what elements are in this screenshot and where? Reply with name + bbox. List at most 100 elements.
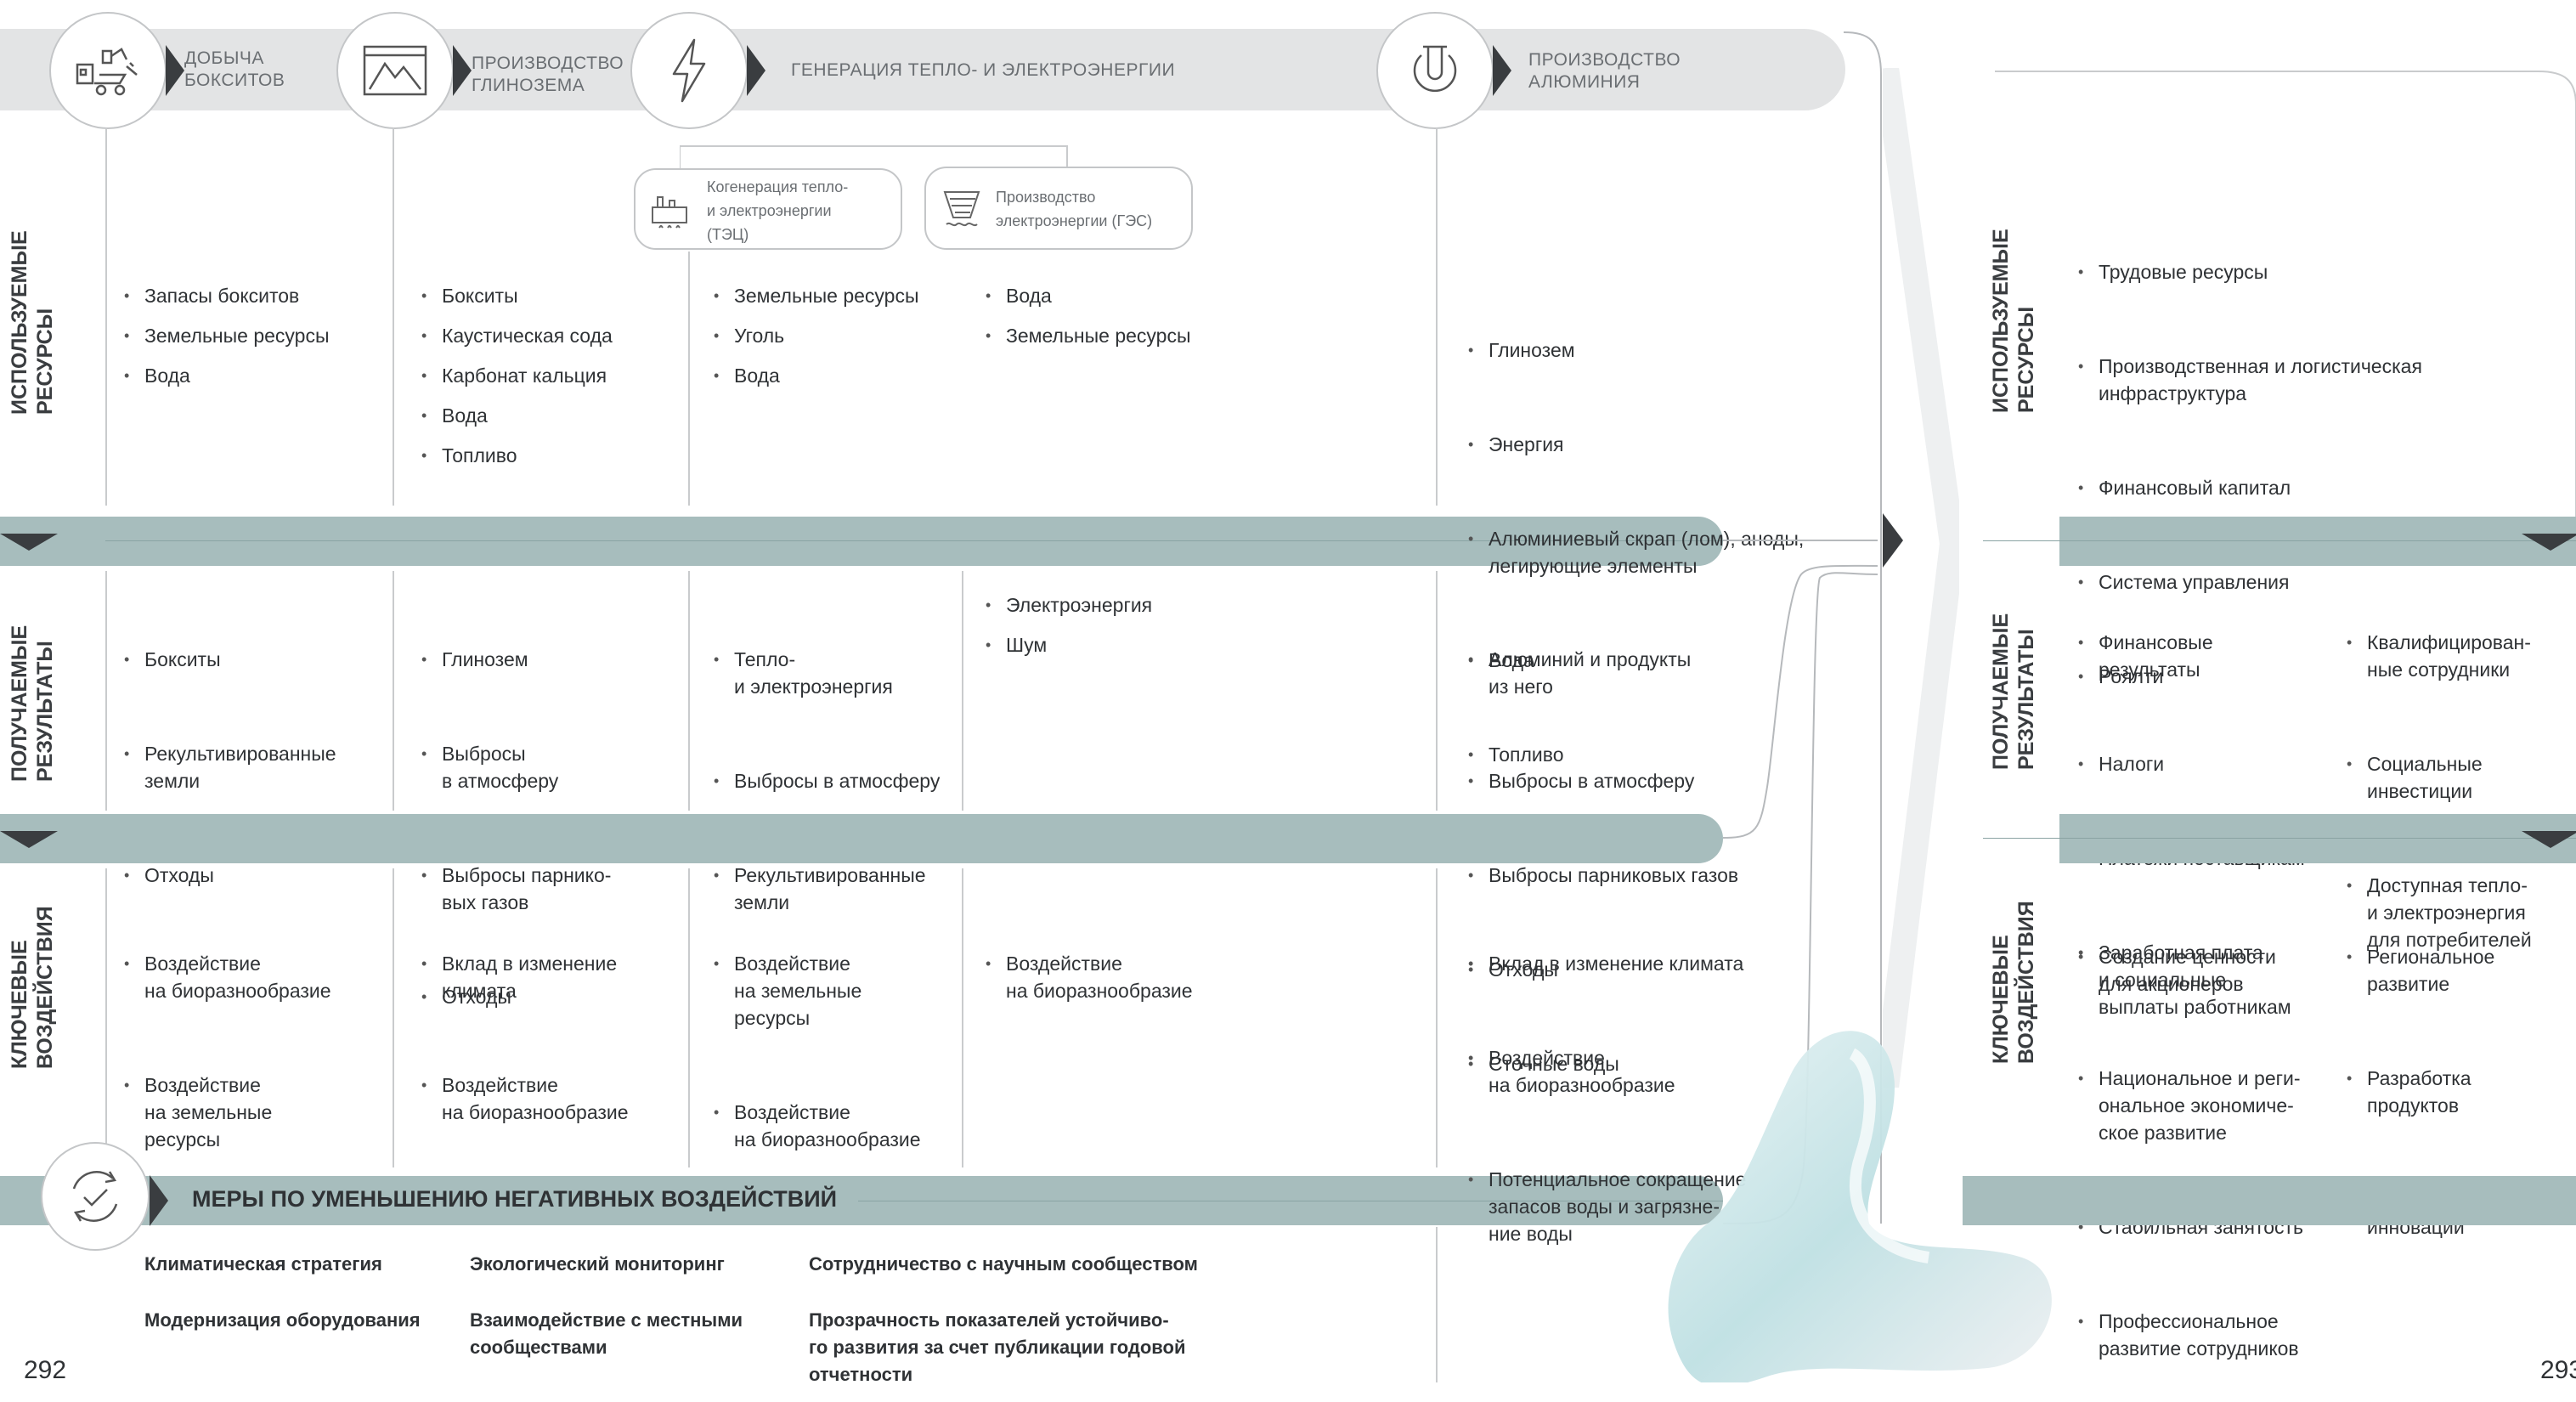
- list-item: Каустическая сода: [421, 322, 676, 349]
- measures-circle: [41, 1142, 150, 1251]
- sub-stage-hpp-label: Производство электроэнергии (ГЭС): [996, 189, 1153, 229]
- alumina-production-icon: [363, 45, 427, 96]
- list-item: Профессиональное развитие сотрудников: [2078, 1308, 2333, 1362]
- list-item: Отходы: [124, 862, 387, 889]
- stage-label-bauxite: ДОБЫЧА БОКСИТОВ: [184, 48, 285, 90]
- band-results-impacts: [0, 814, 1723, 863]
- list-item: Запасы бокситов: [124, 282, 387, 309]
- stage-circle-bauxite: [49, 12, 167, 129]
- stage-label-energy: ГЕНЕРАЦИЯ ТЕПЛО- И ЭЛЕКТРОЭНЕРГИИ: [791, 60, 1176, 80]
- measures-title: МЕРЫ ПО УМЕНЬШЕНИЮ НЕГАТИВНЫХ ВОЗДЕЙСТВИ…: [192, 1186, 838, 1212]
- band-line: [1983, 540, 2576, 541]
- impacts-hpp: Воздействие на биоразнообразие: [986, 896, 1240, 1044]
- measures-chevron: [150, 1175, 168, 1226]
- stage-chevron: [747, 45, 765, 96]
- list-item: Производственная и логистическая инфраст…: [2078, 353, 2486, 407]
- list-item: Воздействие на земельные ресурсы: [124, 1071, 387, 1153]
- right-band-1: [2059, 517, 2576, 566]
- right-band-2: [2059, 814, 2576, 863]
- list-item: Вода: [421, 402, 676, 429]
- list-item: Выбросы в атмосферу: [1468, 767, 1808, 794]
- sub-stage-connector: [680, 145, 1068, 168]
- list-item: Энергия: [1468, 431, 1842, 458]
- list-item: Земельные ресурсы: [124, 322, 387, 349]
- resources-bauxite: Запасы бокситов Земельные ресурсы Вода: [124, 282, 387, 402]
- list-item: Топливо: [1468, 741, 1842, 768]
- list-item: Воздействие на биоразнообразие: [714, 1099, 960, 1153]
- list-item: Социальные инвестиции: [2347, 750, 2576, 805]
- column-divider: [962, 868, 963, 1167]
- list-item: Вклад в изменение климата: [1468, 950, 1825, 977]
- sub-stage-hpp: Производство электроэнергии (ГЭС): [924, 167, 1193, 250]
- column-divider: [1436, 868, 1438, 1167]
- column-divider: [688, 868, 690, 1167]
- stage-chevron: [453, 45, 472, 96]
- stage-circle-energy: [630, 12, 748, 129]
- sub-stage-chp: Когенерация тепло- и электроэнергии (ТЭЦ…: [634, 168, 902, 250]
- column-divider: [1436, 571, 1438, 811]
- list-item: Рекультивированные земли: [714, 862, 960, 916]
- list-item: Воздействие на биоразнообразие: [421, 1071, 676, 1126]
- recycle-check-icon: [72, 1171, 118, 1222]
- column-divider: [1436, 1227, 1438, 1382]
- measure-item: Прозрачность показателей устойчиво- го р…: [809, 1309, 1186, 1385]
- list-item: Воздействие на биоразнообразие: [986, 950, 1240, 1004]
- measure-item: Взаимодействие с местными сообществами: [470, 1309, 743, 1358]
- list-item: Потенциальное сокращение запасов воды и …: [1468, 1166, 1825, 1247]
- column-divider: [393, 571, 394, 811]
- column-divider: [393, 127, 394, 506]
- list-item: Региональное развитие: [2347, 943, 2576, 998]
- list-item: Выбросы в атмосферу: [714, 767, 960, 794]
- list-item: Создание ценности для акционеров: [2078, 943, 2333, 998]
- results-bauxite: Бокситы Рекультивированные земли Отходы: [124, 591, 387, 929]
- right-band-measures: [1963, 1176, 2576, 1225]
- column-divider: [105, 868, 107, 1167]
- stage-label-alumina: ПРОИЗВОДСТВО ГЛИНОЗЕМА: [472, 54, 624, 95]
- measure-item: Экологический мониторинг: [470, 1253, 725, 1275]
- list-item: Уголь: [714, 322, 960, 349]
- column-divider: [105, 571, 107, 811]
- list-item: Воздействие на биоразнообразие: [1468, 1044, 1825, 1099]
- column-divider: [1436, 127, 1438, 506]
- right-impacts-left: Создание ценности для акционеров Национа…: [2078, 889, 2333, 1402]
- list-item: Земельные ресурсы: [986, 322, 1240, 349]
- right-row-title-results: ПОЛУЧАЕМЫЕ РЕЗУЛЬТАТЫ: [1989, 613, 2038, 770]
- list-item: Вода: [124, 362, 387, 389]
- list-item: Алюминий и продукты из него: [1468, 646, 1808, 700]
- stages-header-band: [0, 29, 1845, 110]
- list-item: Вода: [714, 362, 960, 389]
- bauxite-mining-icon: [76, 48, 138, 96]
- stage-label-aluminium: ПРОИЗВОДСТВО АЛЮМИНИЯ: [1528, 50, 1681, 92]
- arrow-down-icon: [0, 534, 58, 551]
- resources-hpp: Вода Земельные ресурсы: [986, 282, 1240, 362]
- list-item: Тепло- и электроэнергия: [714, 646, 960, 700]
- stage-chevron: [1493, 45, 1511, 96]
- resources-chp: Земельные ресурсы Уголь Вода: [714, 282, 960, 402]
- page-number-right: 293: [2540, 1356, 2576, 1384]
- list-item: Национальное и реги- ональное экономиче-…: [2078, 1065, 2333, 1146]
- stage-chevron: [166, 45, 184, 96]
- list-item: Земельные ресурсы: [714, 282, 960, 309]
- list-item: Трудовые ресурсы: [2078, 258, 2486, 285]
- list-item: Рекультивированные земли: [124, 740, 387, 794]
- list-item: Выбросы парнико- вых газов: [421, 862, 676, 916]
- column-divider: [393, 868, 394, 1167]
- column-divider: [688, 571, 690, 811]
- band-line: [105, 540, 1723, 541]
- list-item: Воздействие на земельные ресурсы: [714, 950, 960, 1032]
- measure-item: Сотрудничество с научным сообществом: [809, 1253, 1198, 1275]
- list-item: Система управления: [2078, 568, 2486, 596]
- right-row-title-impacts: КЛЮЧЕВЫЕ ВОЗДЕЙСТВИЯ: [1989, 901, 2038, 1064]
- aluminium-production-icon: [1413, 45, 1457, 93]
- chp-plant-icon: [652, 196, 687, 229]
- arrow-right-icon: [1883, 513, 1903, 568]
- list-item: Вклад в изменение климата: [421, 950, 676, 1004]
- list-item: Финансовый капитал: [2078, 474, 2486, 501]
- list-item: Вода: [986, 282, 1240, 309]
- column-divider: [105, 127, 107, 506]
- column-divider: [688, 252, 690, 506]
- list-item: Квалифицирован- ные сотрудники: [2347, 629, 2576, 683]
- page-number-left: 292: [24, 1356, 67, 1384]
- column-divider: [962, 571, 963, 811]
- impacts-aluminium: Вклад в изменение климата Воздействие на…: [1468, 896, 1825, 1287]
